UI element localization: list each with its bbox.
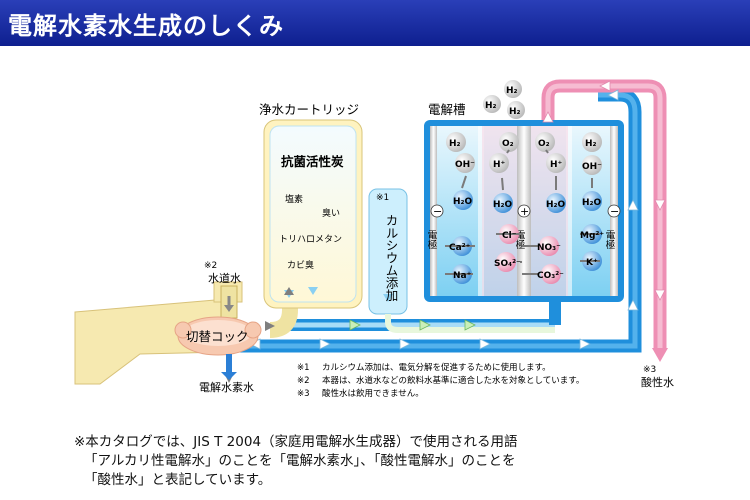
tap-water-inlet: [220, 285, 238, 319]
electrode-left-label: 電極: [426, 230, 438, 250]
top-h2-3: H₂: [509, 107, 521, 117]
acid-note: ※3: [643, 365, 656, 375]
ion-left-ca: Ca²⁺: [449, 243, 471, 253]
ion-left-h2: H₂: [449, 139, 461, 149]
footnote-line-3: 「酸性水」と表記しています。: [84, 472, 272, 488]
calcium-column: [368, 188, 555, 333]
water-cartridge: [263, 119, 363, 309]
electrode-plus-sign: +: [520, 205, 529, 218]
cock-label: 切替コック: [186, 329, 249, 344]
ion-cr-h2o: H₂O: [546, 200, 565, 210]
note-3-mark: ※3: [297, 389, 310, 399]
notes: ※1 カルシウム添加は、電気分解を促進するために使用します。 ※2 本器は、水道…: [297, 362, 584, 399]
cartridge-item-thm: トリハロメタン: [279, 234, 342, 245]
ion-cl-so4: SO₄²⁻: [494, 259, 521, 269]
ion-cl-o2: O₂: [502, 139, 514, 149]
top-h2-1: H₂: [506, 86, 518, 96]
ion-right-h2o: H₂O: [582, 198, 601, 208]
ion-right-oh: OH⁻: [582, 162, 602, 172]
ion-right-k: K⁺: [586, 258, 598, 268]
note-3-text: 酸性水は飲用できません。: [322, 388, 424, 399]
ion-cr-h: H⁺: [550, 160, 563, 170]
note-1-text: カルシウム添加は、電気分解を促進するために使用します。: [322, 362, 551, 373]
cartridge-label: 抗菌活性炭: [281, 154, 344, 169]
tap-label: 水道水: [208, 271, 241, 285]
ion-left-h2o: H₂O: [453, 197, 472, 207]
switch-cock: [174, 316, 262, 356]
page-title: 電解水素水生成のしくみ: [8, 11, 284, 40]
hydrogen-water-label: 電解水素水: [199, 380, 254, 394]
electrode-right-label: 電極: [604, 230, 616, 250]
cartridge-item-odor: 臭い: [322, 207, 340, 219]
ion-group: [445, 132, 602, 284]
footnote-line-1: ※本カタログでは、JIS T 2004（家庭用電解水生成器）で使用される用語: [74, 434, 518, 450]
ion-left-oh: OH⁻: [455, 160, 475, 170]
top-h2-2: H₂: [485, 101, 497, 111]
ion-left-na: Na⁺: [453, 271, 472, 281]
note-2-text: 本器は、水道水などの飲料水基準に適合した水を対象としています。: [322, 375, 584, 386]
note-1-mark: ※1: [297, 363, 310, 373]
ion-right-mg: Mg²⁺: [580, 231, 604, 241]
header-bar: 電解水素水生成のしくみ: [0, 0, 750, 46]
flow-arrows: [249, 89, 639, 350]
terminology-footnote: ※本カタログでは、JIS T 2004（家庭用電解水生成器）で使用される用語 「…: [74, 433, 594, 490]
outlet-pipe: [226, 354, 232, 372]
calcium-note: ※1: [376, 193, 389, 203]
ion-cr-no3: NO₃⁻: [537, 243, 561, 253]
cartridge-item-chlorine: 塩素: [285, 193, 303, 205]
ion-right-h2: H₂: [585, 139, 597, 149]
ion-cr-o2: O₂: [538, 139, 550, 149]
cartridge-item-mold: カビ臭: [287, 259, 314, 271]
footnote-line-2: 「アルカリ性電解水」のことを「電解水素水」、「酸性電解水」のことを: [84, 453, 516, 469]
electrode-center-label: 電極: [514, 230, 526, 250]
ion-cl-cl: Cl⁻: [502, 231, 517, 241]
ion-cr-co3: CO₃²⁻: [537, 271, 564, 281]
cell-title: 電解槽: [428, 102, 466, 117]
top-h2-group: H₂ H₂ H₂: [483, 80, 525, 119]
electrode-minus-right-sign: −: [610, 205, 619, 218]
tap-note: ※2: [204, 261, 217, 271]
ion-cl-h2o: H₂O: [493, 200, 512, 210]
cartridge-title: 浄水カートリッジ: [259, 102, 359, 117]
calcium-label: カルシウム添加: [384, 214, 399, 302]
electrode-minus-left-sign: −: [433, 205, 442, 218]
note-2-mark: ※2: [297, 376, 310, 386]
acid-label: 酸性水: [641, 375, 674, 389]
ion-cl-h: H⁺: [493, 160, 506, 170]
